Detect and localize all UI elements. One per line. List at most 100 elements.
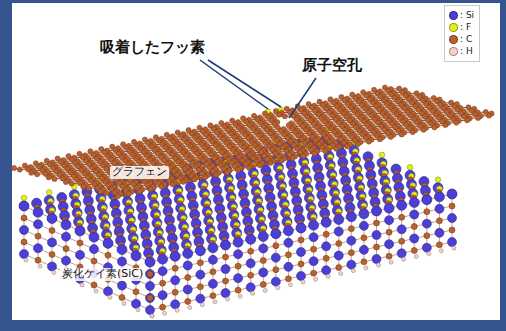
atom — [35, 257, 41, 263]
atom — [389, 260, 393, 264]
atom — [234, 274, 243, 283]
atom — [347, 260, 356, 269]
atom — [150, 314, 154, 318]
atom — [411, 248, 417, 254]
atom — [33, 207, 43, 217]
atom — [105, 252, 111, 258]
atom — [20, 226, 29, 235]
atom — [374, 244, 380, 250]
atom — [158, 254, 168, 264]
atom — [364, 266, 368, 270]
atom — [104, 239, 113, 248]
atom — [208, 279, 217, 288]
atom — [196, 294, 205, 303]
atom — [361, 235, 367, 241]
atom — [439, 249, 443, 253]
atom — [311, 246, 317, 252]
atom — [448, 214, 457, 223]
atom — [377, 263, 381, 267]
atom — [210, 293, 216, 299]
atom — [297, 272, 306, 281]
atom — [276, 286, 280, 290]
atom — [322, 242, 331, 251]
atom — [170, 251, 180, 261]
atom — [372, 255, 381, 264]
atom — [271, 277, 280, 286]
atom — [298, 261, 304, 267]
atom — [35, 233, 41, 239]
atom — [283, 226, 293, 236]
atom — [424, 233, 430, 239]
sic-slab — [19, 127, 457, 318]
atom — [259, 268, 268, 277]
atom — [158, 267, 167, 276]
atom — [223, 278, 229, 284]
atom — [399, 214, 405, 220]
atom — [248, 272, 254, 278]
atom — [410, 210, 419, 219]
atom — [410, 234, 419, 243]
atom — [89, 232, 99, 242]
atom — [118, 281, 127, 290]
atom — [46, 190, 52, 196]
atom — [311, 270, 317, 276]
atom — [397, 249, 406, 258]
atom — [131, 251, 141, 261]
atom — [183, 261, 192, 270]
atom — [348, 250, 354, 256]
atom — [414, 255, 418, 259]
atom — [435, 177, 441, 183]
atom — [309, 220, 319, 230]
atom — [273, 243, 279, 249]
atom — [146, 270, 155, 279]
atom — [119, 295, 125, 301]
atom — [271, 253, 280, 262]
atom — [76, 250, 85, 259]
atom — [63, 246, 69, 252]
atom — [197, 260, 203, 266]
atom — [38, 264, 42, 268]
atom — [76, 226, 85, 235]
atom — [422, 195, 431, 204]
atom — [298, 237, 304, 243]
atom — [246, 235, 255, 244]
atom — [326, 274, 330, 278]
atom — [284, 238, 293, 247]
atom — [20, 250, 29, 259]
atom — [434, 192, 444, 202]
atom — [271, 229, 281, 239]
atom — [285, 252, 291, 258]
atom — [422, 243, 431, 252]
atom — [47, 213, 57, 223]
atom — [336, 241, 342, 247]
atom — [372, 206, 382, 216]
atom — [436, 242, 442, 248]
atom — [314, 277, 318, 281]
atom — [260, 282, 266, 288]
atom — [146, 294, 155, 303]
atom — [146, 306, 155, 315]
atom — [171, 252, 180, 261]
atom — [183, 285, 192, 294]
atom — [288, 283, 292, 287]
atom — [146, 282, 155, 291]
atom — [309, 257, 318, 266]
atom — [183, 249, 193, 259]
atom — [223, 254, 229, 260]
atom — [49, 251, 55, 257]
atom — [435, 204, 444, 213]
atom — [122, 302, 126, 306]
atom — [103, 238, 113, 248]
atom — [397, 201, 406, 210]
atom — [407, 165, 413, 171]
atom — [301, 280, 305, 284]
atom — [297, 248, 306, 257]
atom — [361, 259, 367, 265]
atom — [334, 227, 343, 236]
atom — [449, 203, 455, 209]
white-panel — [12, 3, 500, 320]
atom — [409, 198, 419, 208]
atom — [251, 291, 255, 295]
atom — [386, 229, 392, 235]
